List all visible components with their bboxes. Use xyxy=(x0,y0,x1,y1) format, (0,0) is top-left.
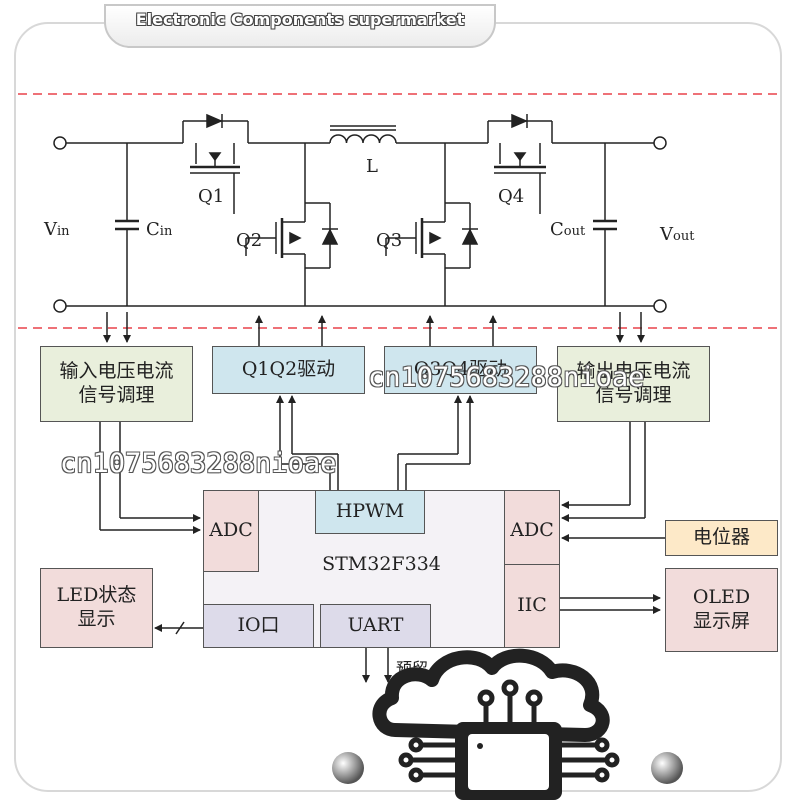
q1q2-driver-block: Q1Q2驱动 xyxy=(212,346,365,394)
uart-block: UART xyxy=(320,604,431,648)
q2-mosfet xyxy=(245,143,331,306)
uart-label: UART xyxy=(347,614,404,637)
vout-negative-terminal xyxy=(653,299,667,313)
watermark-right: cn1075683288nioae xyxy=(368,362,645,393)
iic-label: IIC xyxy=(517,594,547,617)
q3q4-driver-block: Q3Q4驱动 xyxy=(384,346,537,394)
q1-label: Q1 xyxy=(198,186,224,207)
vin-label: Vin xyxy=(43,219,70,240)
q1-body-diode xyxy=(206,113,223,129)
cin-label: Cin xyxy=(146,219,173,240)
vout-positive-terminal xyxy=(653,136,667,150)
adc-left-label: ADC xyxy=(209,519,253,542)
vin-negative-terminal xyxy=(53,299,67,313)
q3-label: Q3 xyxy=(376,230,402,251)
potentiometer-label: 电位器 xyxy=(692,526,750,549)
output-signal-conditioning-block: 输出电压电流信号调理 xyxy=(557,346,710,422)
cout-label: Cout xyxy=(550,219,586,240)
q3-mosfet xyxy=(385,143,471,306)
adc-left-block: ADC xyxy=(203,490,259,572)
banner-title: Electronic Components supermarket xyxy=(135,10,465,29)
inductor-label: L xyxy=(366,156,378,177)
inductor-coil xyxy=(329,134,397,144)
input-sense-line1: 输入电压电流 xyxy=(59,360,174,383)
reserved-label: 预留 xyxy=(396,659,428,678)
q4-label: Q4 xyxy=(498,186,524,207)
potentiometer-block: 电位器 xyxy=(665,520,778,556)
iic-block: IIC xyxy=(504,564,560,648)
led-line2: 显示 xyxy=(77,608,116,630)
banner: Electronic Components supermarket xyxy=(104,4,496,48)
input-signal-conditioning-block: 输入电压电流信号调理 xyxy=(40,346,193,422)
adc-right-label: ADC xyxy=(510,519,554,542)
led-line1: LED状态 xyxy=(56,584,137,607)
output-sense-line2: 信号调理 xyxy=(595,384,672,406)
watermark-left: cn1075683288nioae xyxy=(60,448,337,479)
io-port-block: IO口 xyxy=(203,604,314,648)
io-port-label: IO口 xyxy=(237,614,280,637)
vin-positive-terminal xyxy=(53,136,67,150)
vout-label: Vout xyxy=(659,224,695,245)
output-sense-line1: 输出电压电流 xyxy=(576,360,691,383)
input-sense-line2: 信号调理 xyxy=(78,384,155,406)
q3-body-diode xyxy=(461,228,479,245)
oled-line2: 显示屏 xyxy=(692,610,750,632)
q3q4-driver-label: Q3Q4驱动 xyxy=(413,358,508,381)
q1q2-driver-label: Q1Q2驱动 xyxy=(241,358,336,381)
led-status-block: LED状态显示 xyxy=(40,568,153,648)
mcu-label: STM32F334 xyxy=(322,553,441,575)
hpwm-block: HPWM xyxy=(315,490,425,534)
q2-body-diode xyxy=(321,228,339,245)
q4-body-diode xyxy=(511,113,528,129)
hpwm-label: HPWM xyxy=(335,500,405,523)
q1-mosfet xyxy=(182,120,249,214)
q2-label: Q2 xyxy=(236,230,262,251)
oled-line1: OLED xyxy=(692,586,751,609)
adc-right-block: ADC xyxy=(504,490,560,572)
